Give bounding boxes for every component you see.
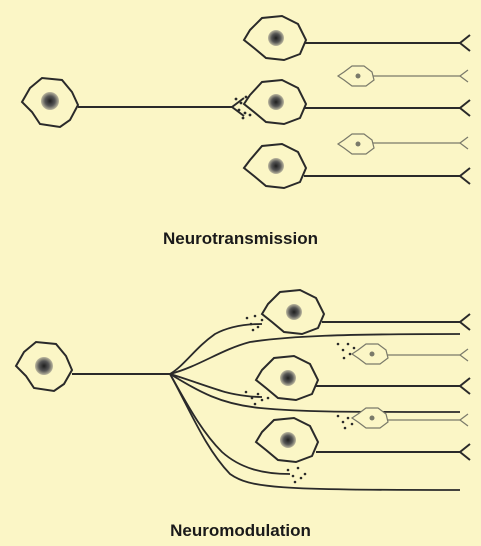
neurotransmission-panel [22, 16, 470, 188]
presynaptic-terminal [232, 98, 244, 116]
faint-neuron-1 [338, 66, 468, 86]
branching-axon [170, 324, 460, 490]
modulatory-neuron [16, 342, 170, 391]
postsynaptic-neuron-1 [244, 16, 470, 60]
presynaptic-nucleus [41, 92, 59, 110]
faint-neuron-2 [338, 134, 468, 154]
faint-neuron-4 [352, 408, 468, 428]
target-neuron-1 [262, 290, 470, 334]
neuromodulation-panel [16, 290, 470, 490]
faint-neuron-3 [352, 344, 468, 364]
neuromodulation-caption: Neuromodulation [0, 521, 481, 541]
target-neuron-2 [256, 356, 470, 400]
presynaptic-neuron [22, 78, 251, 127]
neurotransmission-caption: Neurotransmission [0, 229, 481, 249]
